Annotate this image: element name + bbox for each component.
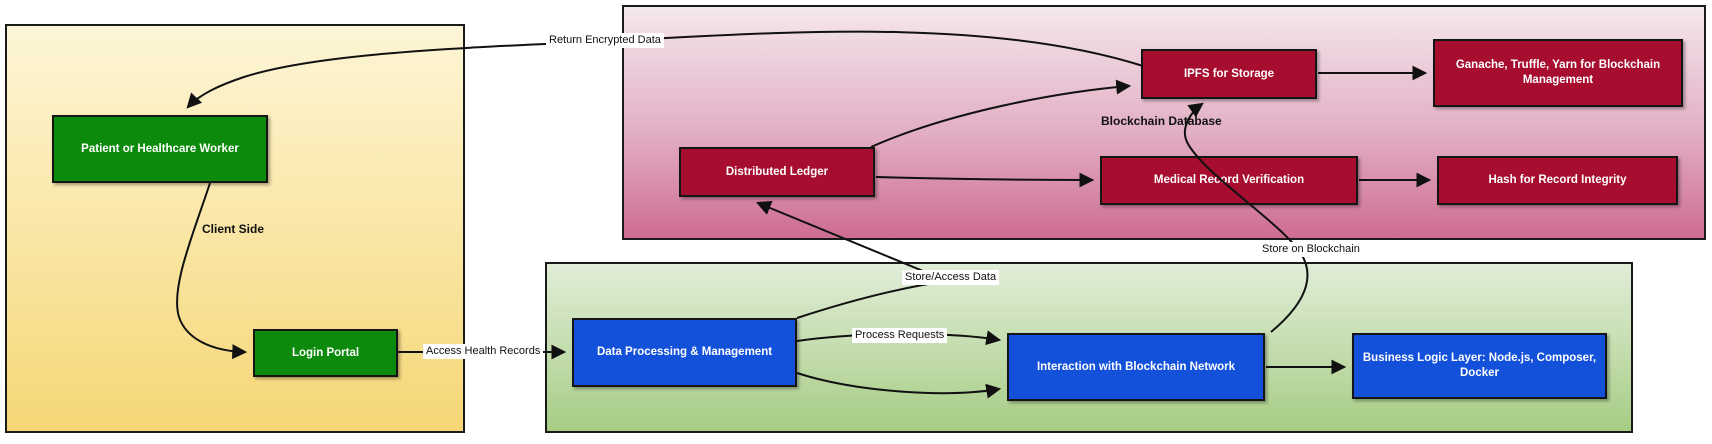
- node-label: IPFS for Storage: [1183, 67, 1275, 80]
- node-label: Patient or Healthcare Worker: [81, 142, 239, 155]
- edge-label-return-encrypted-data: Return Encrypted Data: [546, 33, 664, 48]
- node-hash-for-record-integrity: Hash for Record Integrity: [1437, 156, 1678, 205]
- edge-label-store-on-blockchain: Store on Blockchain: [1259, 242, 1363, 257]
- node-ipfs-for-storage: IPFS for Storage: [1141, 49, 1317, 99]
- node-label: Distributed Ledger: [725, 165, 829, 178]
- node-label: Business Logic Layer: Node.js, Composer,…: [1362, 352, 1597, 379]
- cluster-label-blockchain-database: Blockchain Database: [1101, 114, 1222, 128]
- node-distributed-ledger: Distributed Ledger: [679, 147, 875, 197]
- node-data-processing-management: Data Processing & Management: [572, 318, 797, 387]
- node-label: Login Portal: [291, 346, 360, 359]
- node-medical-record-verification: Medical Record Verification: [1100, 156, 1358, 205]
- node-label: Medical Record Verification: [1153, 174, 1305, 187]
- node-business-logic-layer: Business Logic Layer: Node.js, Composer,…: [1352, 333, 1607, 399]
- node-interaction-blockchain-network: Interaction with Blockchain Network: [1007, 333, 1265, 401]
- node-label: Interaction with Blockchain Network: [1036, 360, 1236, 373]
- node-label: Hash for Record Integrity: [1488, 174, 1627, 187]
- node-login-portal: Login Portal: [253, 329, 398, 377]
- node-patient-or-healthcare-worker: Patient or Healthcare Worker: [52, 115, 268, 183]
- cluster-label-client-side: Client Side: [202, 222, 265, 236]
- edge-label-access-health-records: Access Health Records: [423, 344, 544, 359]
- edge-label-process-requests: Process Requests: [852, 328, 948, 343]
- node-ganache-truffle-yarn: Ganache, Truffle, Yarn for Blockchain Ma…: [1433, 39, 1683, 107]
- edge-label-store-access-data: Store/Access Data: [902, 270, 1000, 285]
- node-label: Ganache, Truffle, Yarn for Blockchain Ma…: [1455, 59, 1661, 86]
- node-label: Data Processing & Management: [596, 346, 773, 359]
